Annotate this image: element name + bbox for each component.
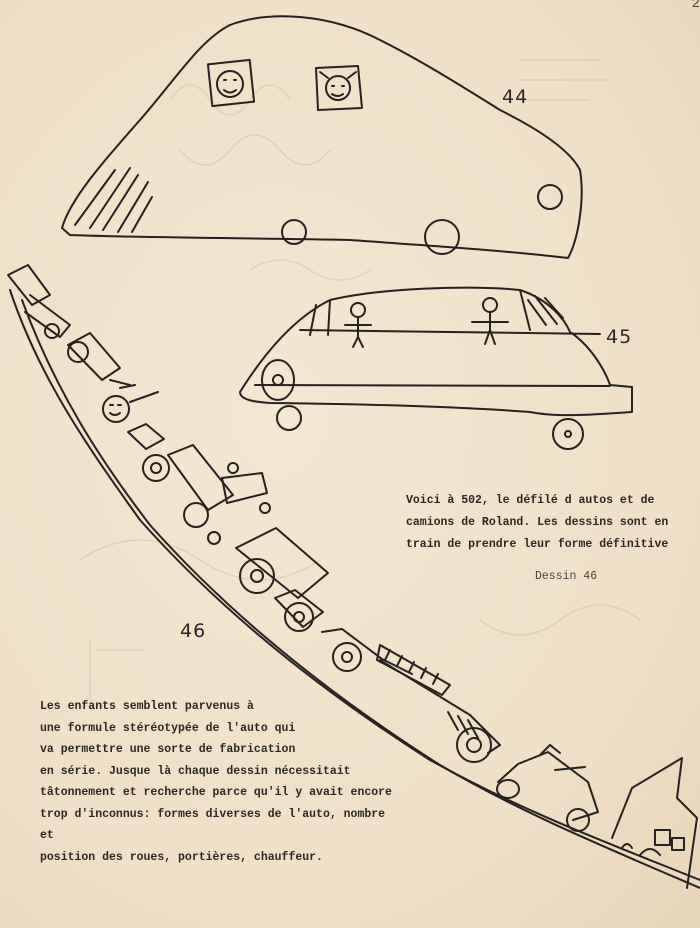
figure-caption: Voici à 502, le défilé d autos et de cam… [406, 494, 669, 551]
bleed-through-marks [79, 59, 641, 700]
drawing-46-parade [7, 264, 700, 889]
figure-label-44: 44 [502, 86, 529, 108]
body-paragraph: Les enfants semblent parvenus à une form… [40, 700, 392, 864]
dessin-label: Dessin 46 [535, 570, 598, 583]
drawing-44-car [61, 15, 583, 259]
drawing-45-car [239, 286, 633, 450]
figure-label-45: 45 [606, 326, 633, 348]
page-corner-number: 2 [691, 0, 700, 12]
figure-label-46: 46 [180, 620, 207, 642]
